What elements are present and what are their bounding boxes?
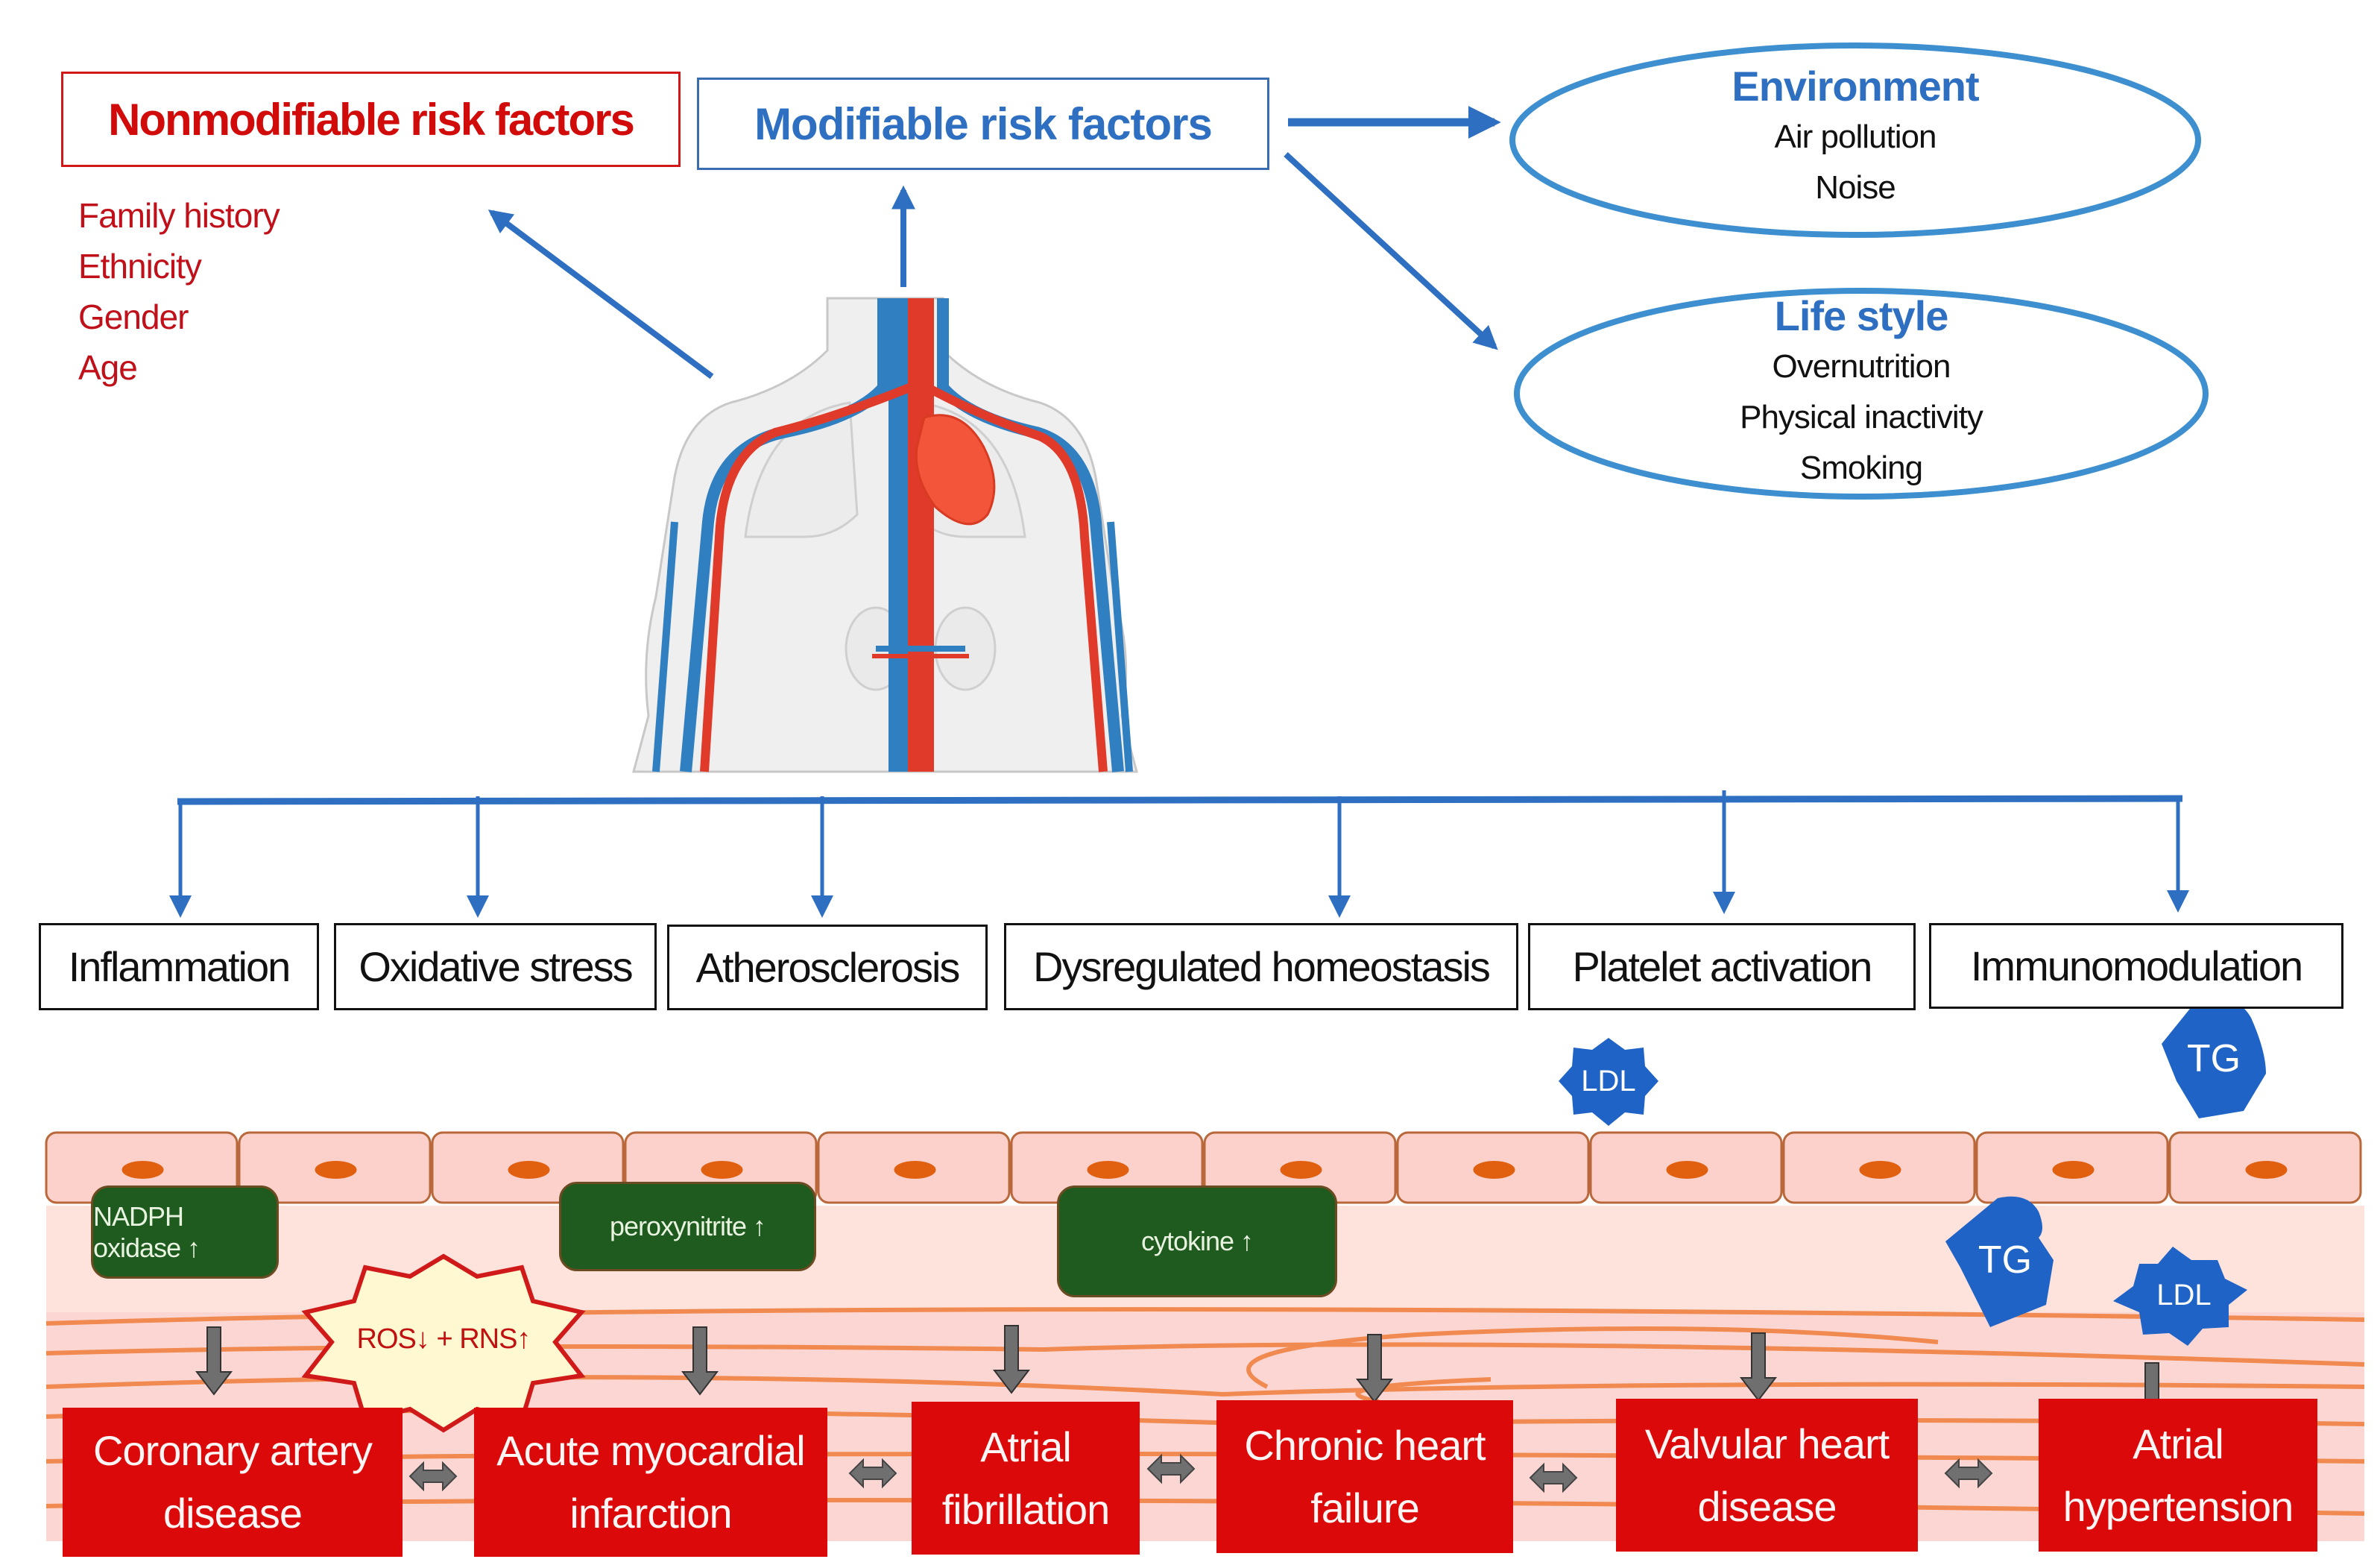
cell-nucleus <box>1087 1161 1129 1179</box>
cell-nucleus <box>1859 1161 1901 1179</box>
disease-line: Valvular heart <box>1644 1420 1890 1467</box>
disease-line: failure <box>1310 1484 1420 1531</box>
nonmodifiable-item: Ethnicity <box>78 247 202 286</box>
mechanism-atherosclerosis: Atherosclerosis <box>667 925 988 1010</box>
disease-line: infarction <box>569 1490 732 1537</box>
disease-line: disease <box>162 1490 303 1537</box>
disease-line: Atrial <box>980 1423 1072 1470</box>
disease-atrial-fibrillation: Atrial fibrillation <box>912 1402 1140 1555</box>
environment-item: Noise <box>1815 169 1896 206</box>
mediator-peroxynitrite: peroxynitrite ↑ <box>559 1182 816 1271</box>
tg-blob-lower <box>1945 1196 2054 1327</box>
cell-nucleus <box>121 1161 164 1179</box>
disease-chronic-heart-failure: Chronic heart failure <box>1216 1400 1513 1553</box>
lifestyle-item: Smoking <box>1799 450 1923 486</box>
cell-nucleus <box>894 1161 936 1179</box>
nonmodifiable-list: Family history Ethnicity Gender Age <box>78 190 280 393</box>
disease-coronary-artery: Coronary artery disease <box>63 1408 403 1557</box>
lifestyle-title: Life style <box>1774 292 1949 339</box>
mechanism-arrows <box>169 790 2189 918</box>
nonmodifiable-risk-factors-box: Nonmodifiable risk factors <box>61 72 681 167</box>
ldl-blob-lower <box>2113 1247 2247 1346</box>
disease-line: Atrial <box>2133 1420 2224 1467</box>
disease-line: disease <box>1697 1482 1837 1530</box>
mechanism-immunomodulation: Immunomodulation <box>1929 923 2343 1009</box>
ldl-label-lower: LDL <box>2156 1279 2212 1311</box>
ros-rns-label: ROS↓ + RNS↑ <box>356 1323 531 1355</box>
arrow-to-nonmodifiable <box>487 210 714 380</box>
ldl-label-top: LDL <box>1581 1065 1636 1098</box>
disease-line: fibrillation <box>941 1485 1111 1533</box>
cell-nucleus <box>1473 1161 1515 1179</box>
cell-nucleus <box>1666 1161 1708 1179</box>
mechanism-platelet-activation: Platelet activation <box>1528 923 1916 1010</box>
distribution-bar <box>177 795 2183 805</box>
ros-rns-burst <box>301 1253 586 1433</box>
disease-acute-myocardial-infarction: Acute myocardial infarction <box>474 1408 827 1557</box>
nonmodifiable-item: Gender <box>78 297 189 336</box>
heart-icon <box>915 414 996 526</box>
human-body-illustration <box>632 297 1138 773</box>
nonmodifiable-item: Family history <box>78 196 280 235</box>
modifiable-title: Modifiable risk factors <box>754 98 1213 149</box>
nonmodifiable-title: Nonmodifiable risk factors <box>108 94 635 145</box>
cell-nucleus <box>701 1161 743 1179</box>
cell-nucleus <box>1280 1161 1322 1179</box>
disease-line: Coronary artery <box>92 1427 373 1474</box>
modifiable-risk-factors-box: Modifiable risk factors <box>697 78 1269 170</box>
mechanism-dysregulated-homeostasis: Dysregulated homeostasis <box>1004 923 1518 1010</box>
environment-item: Air pollution <box>1774 119 1937 155</box>
arrow-to-lifestyle <box>1284 152 1498 350</box>
tg-label-lower: TG <box>1977 1238 2033 1282</box>
disease-line: Acute myocardial <box>496 1427 806 1474</box>
tg-label-top: TG <box>2186 1037 2241 1080</box>
nonmodifiable-item: Age <box>78 348 138 387</box>
environment-ellipse <box>1509 42 2201 238</box>
lifestyle-item: Overnutrition <box>1772 348 1951 385</box>
environment-title: Environment <box>1732 63 1979 110</box>
mediator-cytokine: cytokine ↑ <box>1057 1185 1337 1297</box>
mechanism-inflammation: Inflammation <box>39 923 319 1010</box>
bidirectional-arrows <box>408 1453 1993 1493</box>
lifestyle-content: Life style Overnutrition Physical inacti… <box>1593 291 2130 494</box>
ldl-blob-top <box>1559 1038 1658 1126</box>
lifestyle-item: Physical inactivity <box>1740 399 1983 435</box>
cell-nucleus <box>315 1161 357 1179</box>
lifestyle-ellipse <box>1514 288 2209 500</box>
cell-nucleus <box>2052 1161 2095 1179</box>
cell-nucleus <box>508 1161 550 1179</box>
cell-nucleus <box>2245 1161 2288 1179</box>
environment-content: Environment Air pollution Noise <box>1587 61 2124 213</box>
tg-blob-top <box>2162 996 2266 1118</box>
mechanism-oxidative-stress: Oxidative stress <box>334 923 657 1010</box>
disease-line: hypertension <box>2062 1482 2294 1530</box>
disease-line: Chronic heart <box>1244 1421 1486 1469</box>
mediator-nadph-oxidase: NADPH oxidase ↑ <box>91 1185 279 1279</box>
disease-atrial-hypertension: Atrial hypertension <box>2039 1399 2317 1552</box>
disease-valvular-heart: Valvular heart disease <box>1616 1399 1918 1552</box>
